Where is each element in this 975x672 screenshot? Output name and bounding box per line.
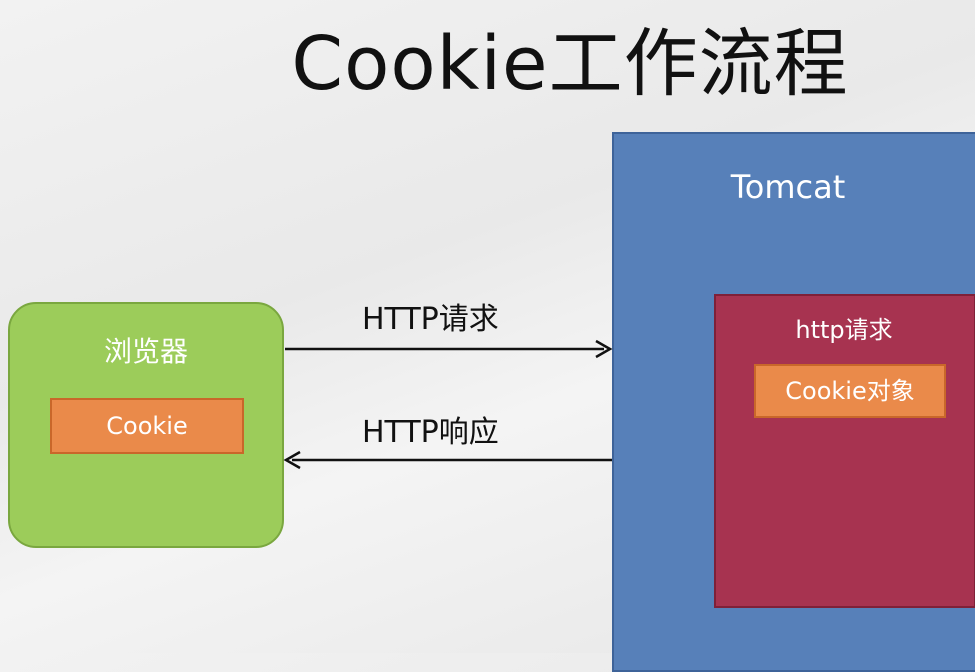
- flow-arrows: [283, 339, 613, 470]
- tomcat-server-node: Tomcat http请求 Cookie对象: [612, 132, 975, 672]
- http-request-arrow-label: HTTP请求: [362, 302, 499, 337]
- browser-node: 浏览器 Cookie: [8, 302, 284, 548]
- http-request-arrowhead: [595, 339, 613, 359]
- page-title: Cookie工作流程: [291, 21, 849, 107]
- http-response-arrowhead: [283, 450, 301, 470]
- http-request-box: http请求 Cookie对象: [714, 294, 975, 608]
- http-response-arrow-label: HTTP响应: [362, 415, 499, 450]
- browser-label: 浏览器: [103, 335, 188, 368]
- http-request-label: http请求: [795, 316, 893, 344]
- browser-cookie-box: Cookie: [50, 398, 244, 454]
- cookie-object-box: Cookie对象: [754, 364, 946, 418]
- tomcat-label: Tomcat: [730, 168, 846, 206]
